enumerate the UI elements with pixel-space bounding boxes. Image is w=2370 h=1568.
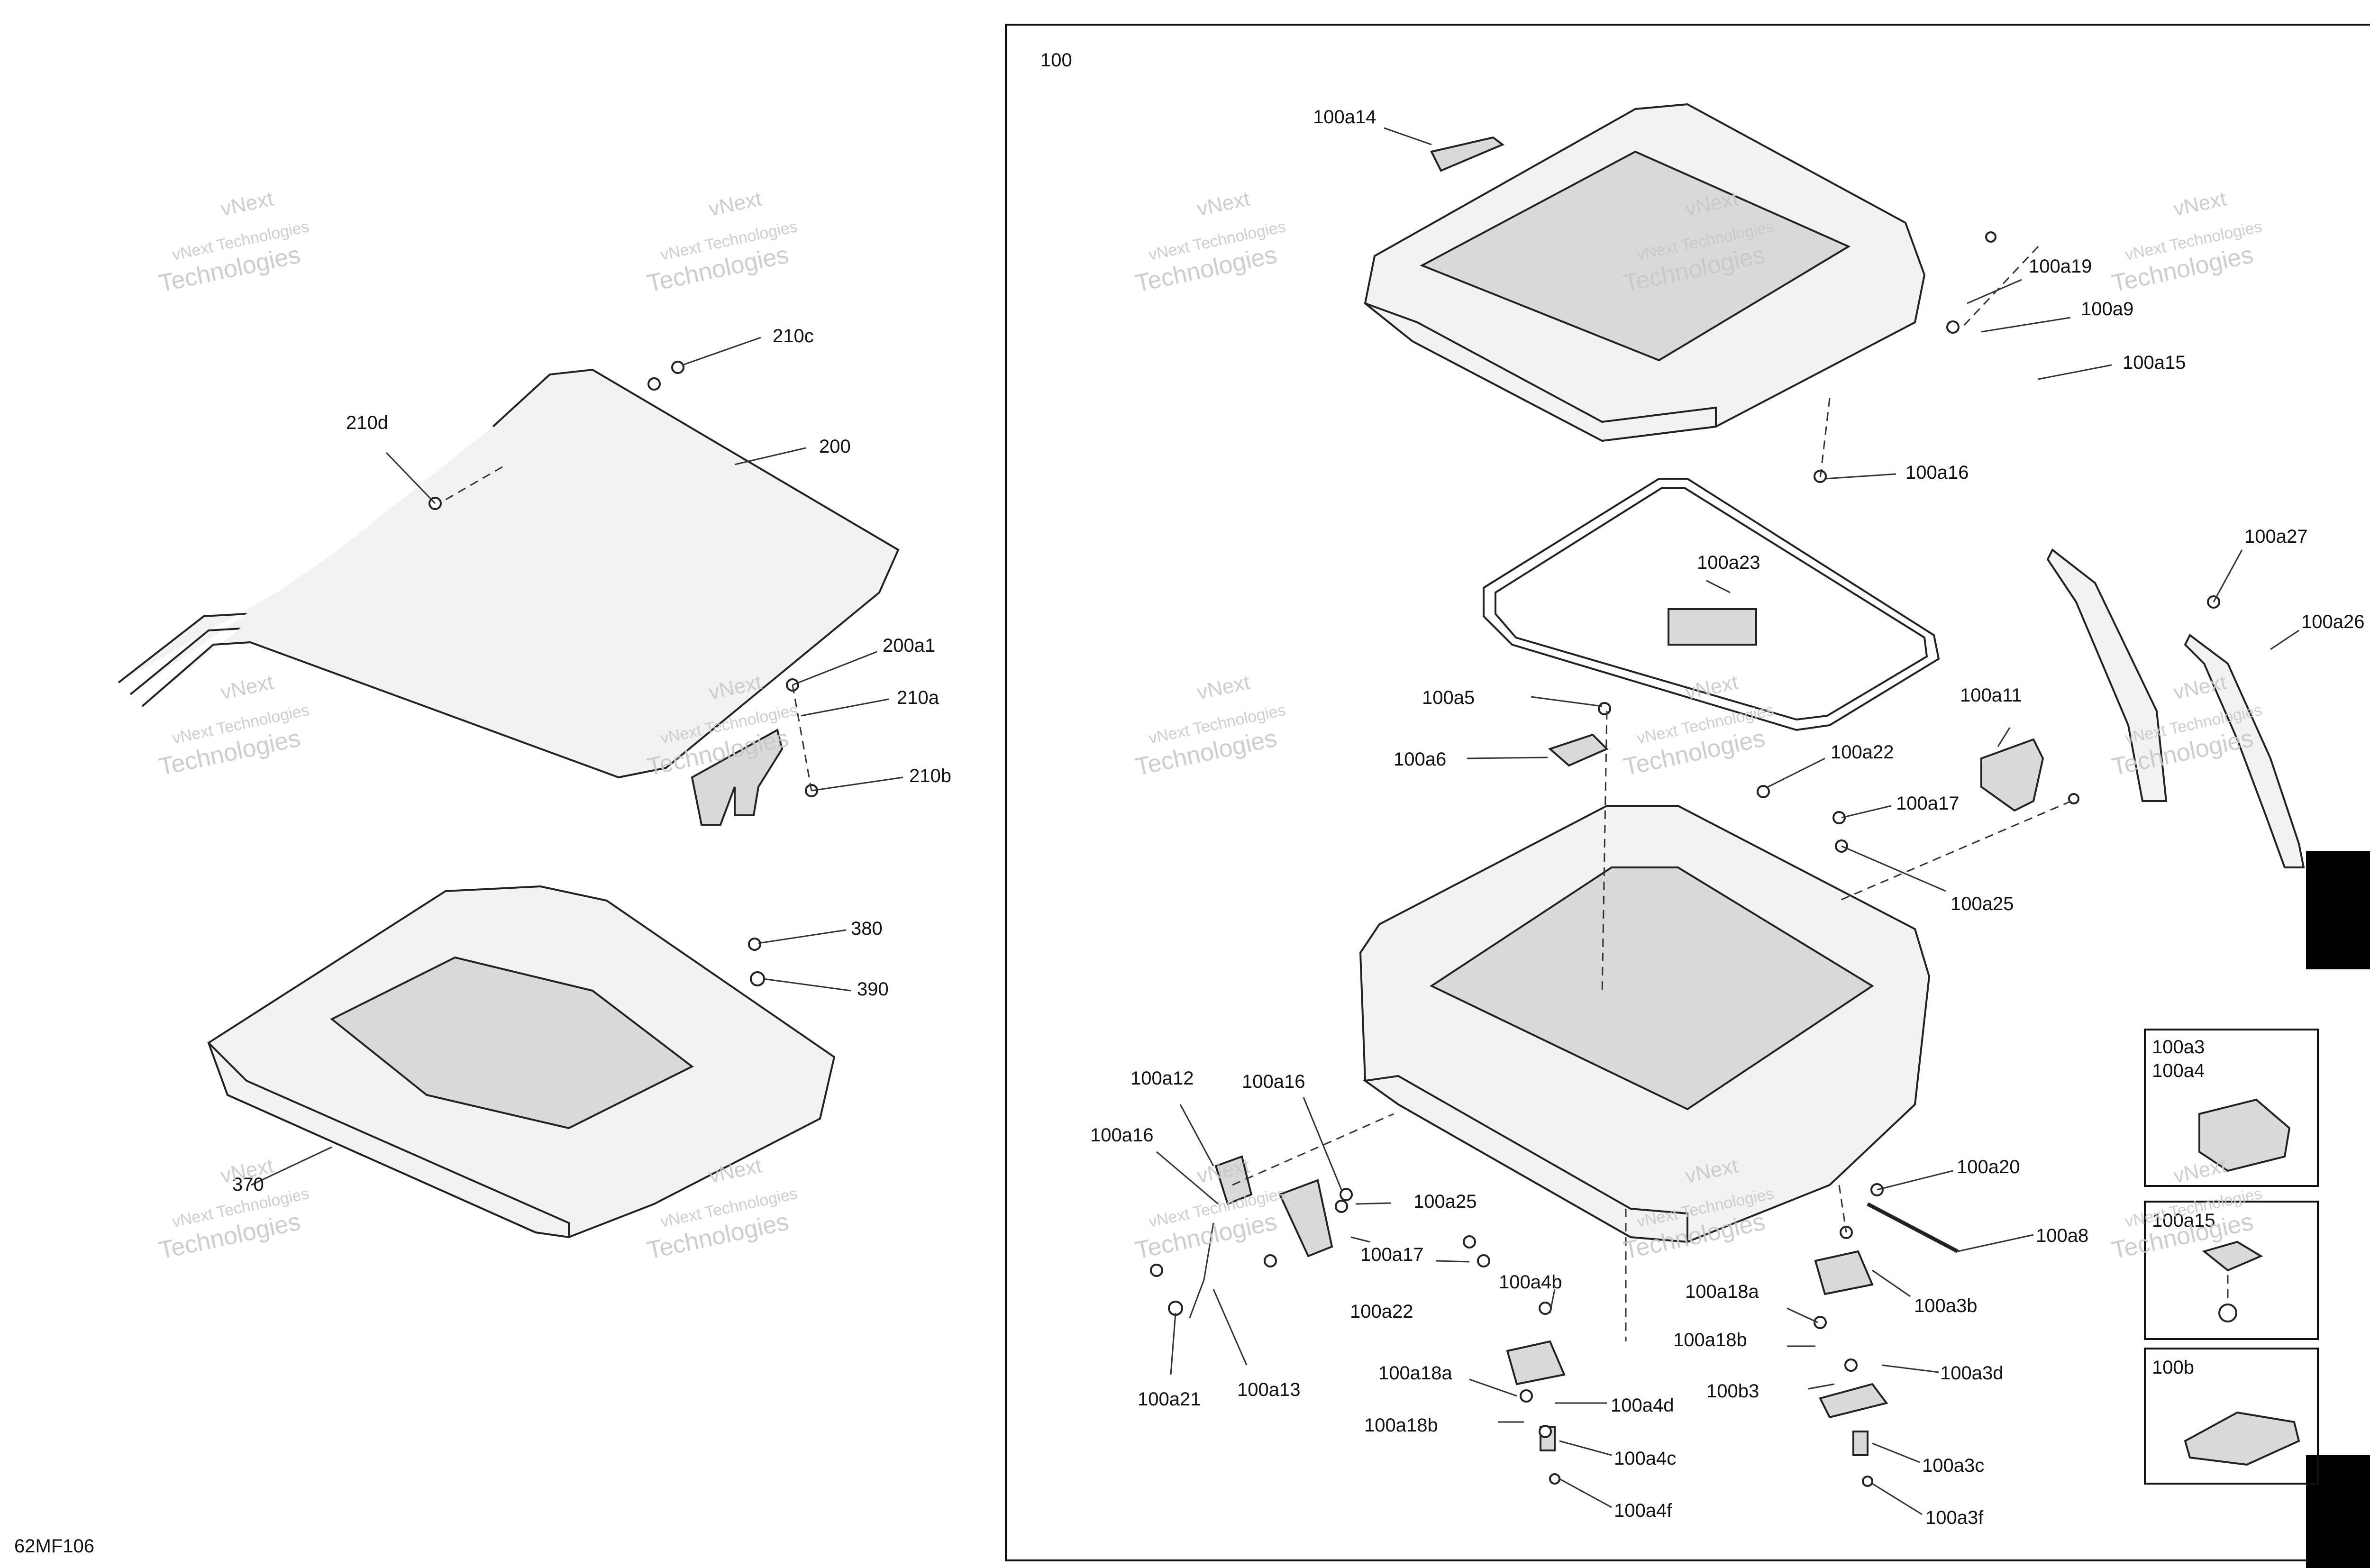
inset-label-100b: 100b — [2152, 1357, 2194, 1378]
inset-handle-100b — [2184, 1411, 2300, 1466]
callout-100a22-bottom: 100a22 — [1350, 1301, 1413, 1322]
callout-100a27: 100a27 — [2244, 526, 2307, 547]
watermark-brand: vNext — [219, 1154, 275, 1187]
inset-latch-assembly — [2198, 1098, 2291, 1172]
cylinder-100a3c — [1852, 1431, 1869, 1456]
handle-100b3 — [1819, 1383, 1888, 1419]
callout-100a9: 100a9 — [2081, 299, 2133, 319]
side-tab-upper — [2306, 851, 2370, 969]
callout-210d: 210d — [346, 412, 388, 433]
callout-100a13: 100a13 — [1237, 1379, 1300, 1400]
storage-box-lid — [1364, 103, 1926, 442]
callout-100a26: 100a26 — [2301, 611, 2364, 632]
callout-100a4d: 100a4d — [1611, 1395, 1674, 1416]
callout-100a23: 100a23 — [1697, 552, 1760, 573]
callout-100a18b-left: 100a18b — [1364, 1415, 1438, 1436]
inset-frame-100b — [2144, 1348, 2319, 1485]
rod-100a8 — [1867, 1202, 1959, 1253]
box-leaders — [1156, 127, 2299, 1515]
inset-nut-100a15 — [2218, 1304, 2237, 1322]
callout-100a4b: 100a4b — [1499, 1272, 1562, 1293]
callout-100a16-top: 100a16 — [1905, 462, 1969, 483]
screw-380 — [748, 938, 761, 951]
gasket-seal — [1483, 478, 1940, 731]
callout-100a5: 100a5 — [1422, 687, 1475, 708]
group-100-frame — [1005, 24, 2370, 1561]
latch-100a3 — [1814, 1250, 1874, 1295]
callout-100a3b: 100a3b — [1914, 1295, 1977, 1316]
figure-code: 62MF106 — [14, 1536, 94, 1557]
watermark-brand: vNext — [1195, 187, 1252, 220]
callout-100a16-left: 100a16 — [1090, 1125, 1153, 1146]
callout-100a3f: 100a3f — [1925, 1507, 1984, 1528]
latch-100a4 — [1506, 1340, 1566, 1386]
inset-label-100a15: 100a15 — [2152, 1210, 2215, 1231]
left-leaders — [251, 337, 903, 1186]
callout-100a14: 100a14 — [1313, 107, 1376, 128]
callout-100a18a-left: 100a18a — [1378, 1363, 1452, 1384]
plate-100a6 — [1548, 733, 1609, 767]
callout-100a16-mid: 100a16 — [1242, 1071, 1305, 1092]
screw-210c-right — [671, 361, 684, 374]
watermark-brand: vNext — [219, 187, 275, 220]
callout-100a3d: 100a3d — [1940, 1363, 2003, 1384]
label-100a23 — [1668, 608, 1757, 646]
callout-210b: 210b — [909, 766, 951, 786]
frame-bar-200 — [118, 368, 900, 779]
bed-plate-370 — [207, 885, 836, 1239]
callout-100a3c: 100a3c — [1922, 1455, 1984, 1476]
bracket-100a11 — [1980, 738, 2044, 812]
callout-100a25-bottom: 100a25 — [1413, 1191, 1477, 1212]
callout-100a19: 100a19 — [2029, 256, 2092, 277]
callout-100a17-top: 100a17 — [1896, 793, 1959, 814]
callout-100a8: 100a8 — [2036, 1225, 2088, 1246]
callout-100a4f: 100a4f — [1614, 1500, 1672, 1521]
callout-100a11: 100a11 — [1960, 685, 2022, 706]
inset-frame-100a3-100a4 — [2144, 1029, 2319, 1187]
callout-100b3: 100b3 — [1706, 1381, 1759, 1402]
inset-label-100a4: 100a4 — [2152, 1060, 2205, 1081]
callout-370: 370 — [232, 1174, 264, 1195]
watermark-brand: vNext — [2171, 1154, 2228, 1187]
callout-100a6: 100a6 — [1394, 749, 1446, 770]
watermark-brand: vNext — [1195, 670, 1252, 704]
bracket-100a16 — [1278, 1179, 1333, 1258]
callout-100a15: 100a15 — [2123, 352, 2186, 373]
group-100-label: 100 — [1040, 50, 1072, 71]
callout-380: 380 — [851, 918, 883, 939]
callout-100a17-bottom: 100a17 — [1360, 1244, 1423, 1265]
inset-label-100a3: 100a3 — [2152, 1037, 2205, 1057]
hinge-100a12 — [1214, 1155, 1253, 1205]
watermark-brand: vNext — [2171, 187, 2228, 220]
callout-100a18a-right: 100a18a — [1685, 1281, 1759, 1302]
strap-100a26 — [2184, 633, 2305, 868]
washer-390 — [750, 971, 765, 986]
strap-100a13 — [1189, 1222, 1214, 1318]
callout-200a1: 200a1 — [883, 635, 935, 656]
callout-210c: 210c — [773, 326, 814, 346]
side-tab-lower — [2306, 1455, 2370, 1568]
callout-100a12: 100a12 — [1130, 1068, 1194, 1089]
callout-100a18b-right: 100a18b — [1673, 1330, 1747, 1350]
callout-100a21: 100a21 — [1138, 1389, 1201, 1410]
storage-box-body — [1359, 805, 1931, 1243]
callout-100a4c: 100a4c — [1614, 1448, 1676, 1469]
inset-frame-100a15 — [2144, 1201, 2319, 1340]
callout-200: 200 — [819, 436, 851, 457]
callout-210a: 210a — [897, 687, 939, 708]
callout-100a20: 100a20 — [1957, 1157, 2020, 1177]
callout-100a22-top: 100a22 — [1831, 742, 1894, 763]
inset-block-100a15 — [2202, 1240, 2263, 1272]
lid-pad-100a14 — [1430, 136, 1504, 172]
callout-100a25-top: 100a25 — [1951, 893, 2014, 914]
watermark-brand: vNext — [219, 670, 275, 704]
screw-210c-left — [647, 377, 661, 391]
bracket-210a — [691, 728, 784, 826]
watermark-brand: vNext — [1683, 670, 1740, 704]
strap-left — [2046, 548, 2168, 802]
callout-390: 390 — [857, 979, 889, 1000]
watermark-brand: vNext — [707, 187, 764, 220]
